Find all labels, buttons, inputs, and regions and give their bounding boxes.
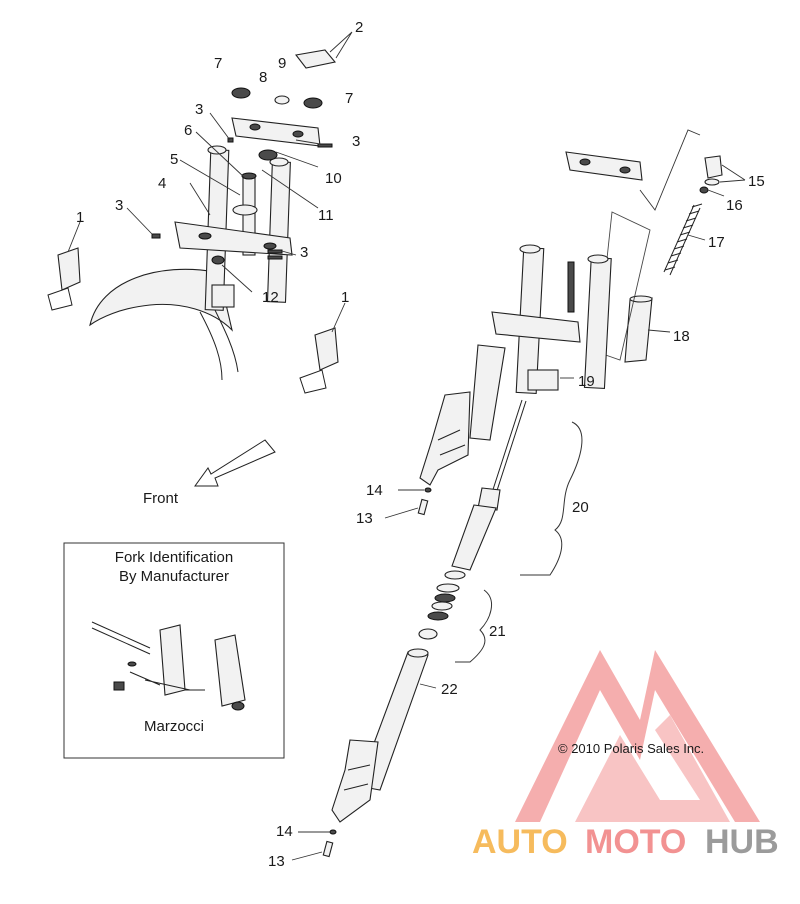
cap-screw	[417, 498, 429, 516]
callout-3: 3	[352, 133, 360, 150]
watermark-text-auto: AUTO	[472, 823, 568, 861]
washer	[274, 95, 290, 105]
callout-1: 1	[76, 209, 84, 226]
callout-16: 16	[726, 197, 743, 214]
upper-clamp-exploded	[565, 151, 643, 181]
inner-tube-right	[583, 256, 612, 390]
callout-15: 15	[748, 173, 765, 190]
bushing-left	[231, 87, 251, 99]
callout-19: 19	[578, 373, 595, 390]
callout-20: 20	[572, 499, 589, 516]
callout-8: 8	[259, 69, 267, 86]
watermark-logo: AUTO MOTO HUB	[472, 650, 779, 861]
front-fender	[89, 268, 233, 332]
fork-axle-lug	[419, 391, 471, 486]
inset-title-line2: By Manufacturer	[119, 568, 229, 585]
fork-tube-right	[266, 161, 291, 303]
seal-stack	[418, 583, 460, 640]
callout-11: 11	[318, 207, 334, 224]
fork-identification-inset: Fork Identification By Manufacturer Marz…	[63, 542, 285, 759]
reflector-bracket-right	[299, 327, 339, 394]
callout-7: 7	[345, 90, 353, 107]
inset-fork-sketch	[91, 621, 246, 711]
callout-3: 3	[195, 101, 203, 118]
lower-clamp-assembled	[491, 311, 581, 343]
spacer	[704, 155, 723, 179]
callout-17: 17	[708, 234, 725, 251]
callout-3: 3	[300, 244, 308, 261]
inset-manufacturer-label: Marzocci	[144, 718, 204, 735]
left-fork-assembly: 1 1 2 3 3 3 3 4 5 6 7 7 8 9 10 11 12	[47, 19, 363, 394]
callout-7: 7	[214, 55, 222, 72]
callout-10: 10	[325, 170, 342, 187]
front-label: Front	[143, 490, 179, 507]
copyright-text: © 2010 Polaris Sales Inc.	[558, 741, 704, 756]
front-direction-indicator: Front	[143, 439, 276, 507]
callout-9: 9	[278, 55, 286, 72]
lower-triple-clamp	[174, 221, 293, 256]
callout-5: 5	[170, 151, 178, 168]
watermark-triangle-shape	[515, 650, 760, 822]
damper-rod	[444, 399, 527, 580]
inset-title-line1: Fork Identification	[115, 549, 233, 566]
callout-2: 2	[355, 19, 363, 36]
callout-14: 14	[276, 823, 293, 840]
watermark-inner-shape	[575, 715, 730, 822]
top-cover-plate	[295, 49, 337, 69]
fork-spring	[663, 203, 703, 276]
callout-4: 4	[158, 175, 166, 192]
callout-13: 13	[268, 853, 285, 870]
reflector-bracket-left	[47, 247, 81, 311]
right-fork-assembly: 15 16 17 18 19 20 21 22 14 13 14 13	[268, 129, 765, 870]
callout-12: 12	[262, 289, 279, 306]
watermark-text-hub: HUB	[705, 823, 779, 861]
callout-13: 13	[356, 510, 373, 527]
callout-6: 6	[184, 122, 192, 139]
watermark-text-moto: MOTO	[585, 823, 686, 861]
callout-14: 14	[366, 482, 383, 499]
callout-18: 18	[673, 328, 690, 345]
front-arrow-icon	[194, 439, 276, 487]
lower-fork-leg	[331, 648, 429, 823]
callout-3: 3	[115, 197, 123, 214]
callout-1: 1	[341, 289, 349, 306]
fork-slider	[469, 344, 506, 441]
callout-21: 21	[489, 623, 506, 640]
bushing-right	[303, 97, 323, 109]
callout-22: 22	[441, 681, 458, 698]
nut	[258, 149, 278, 161]
spacer-tube	[624, 295, 653, 363]
